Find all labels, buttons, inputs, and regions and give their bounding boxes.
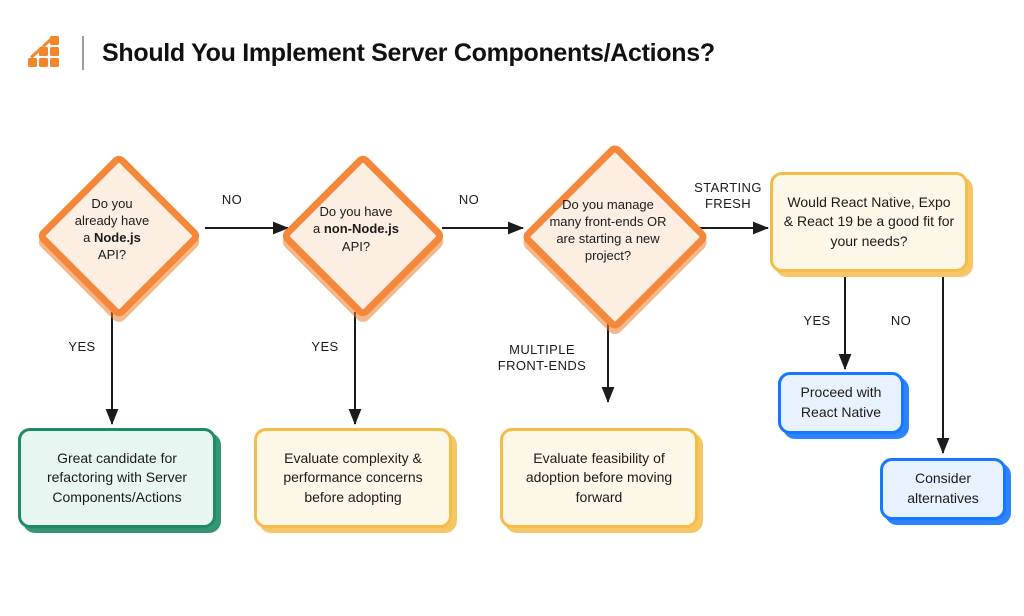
d2-line-2a: a [313,221,324,237]
decision-node-label: Do you have a non-Node.js API? [286,203,426,254]
outcome-node-proceed-react-native[interactable]: Proceed with React Native [778,372,904,434]
d1-line-2: already have [74,212,150,228]
decision-node-label: Do you manage many front-ends OR are sta… [526,196,691,265]
d1-line-3a: a [83,230,94,245]
bar-chart-staircase-icon [28,36,62,70]
d1-line-3: a Node.js [42,229,182,246]
d2-line-1: Do you have [319,204,393,220]
d1-line-4: API? [97,247,127,263]
d3-line-4: project? [584,248,632,264]
outcome-node-great-candidate[interactable]: Great candidate for refactoring with Ser… [18,428,216,528]
page-title: Should You Implement Server Components/A… [102,38,715,67]
decision-node-node-js-api[interactable]: Do you already have a Node.js API? [28,146,203,320]
outcome-node-evaluate-complexity[interactable]: Evaluate complexity & performance concer… [254,428,452,528]
outcome-node-evaluate-feasibility[interactable]: Evaluate feasibility of adoption before … [500,428,698,528]
d3-line-1: Do you manage [562,196,654,212]
d2-line-3: API? [341,238,371,254]
edge-label-no-2: NO [458,192,480,207]
edge-label-no-1: NO [221,192,243,207]
d1-line-1: Do you [91,195,133,211]
header-divider [82,36,84,70]
edge-label-yes-2: YES [311,339,339,354]
d1-line-3b: Node.js [93,230,141,245]
decision-node-react-native-fit[interactable]: Would React Native, Expo & React 19 be a… [770,172,968,272]
page-header: Should You Implement Server Components/A… [28,30,715,76]
edge-label-yes-3: YES [803,313,831,328]
d2-line-2: a non-Node.js [286,220,426,237]
edge-label-yes-1: YES [68,339,96,354]
d2-line-2b: non-Node.js [323,221,399,237]
edge-label-starting-fresh: STARTING FRESH [694,180,762,212]
outcome-node-consider-alternatives[interactable]: Consider alternatives [880,458,1006,520]
decision-node-non-node-js-api[interactable]: Do you have a non-Node.js API? [272,146,447,320]
edge-label-no-3: NO [890,313,912,328]
d3-line-2: many front-ends OR [549,213,667,229]
edge-label-multiple-front-ends: MULTIPLE FRONT-ENDS [497,342,587,374]
d3-line-3: are starting a new [556,231,660,246]
decision-node-many-front-ends[interactable]: Do you manage many front-ends OR are sta… [516,140,710,332]
decision-node-label: Do you already have a Node.js API? [42,195,182,264]
